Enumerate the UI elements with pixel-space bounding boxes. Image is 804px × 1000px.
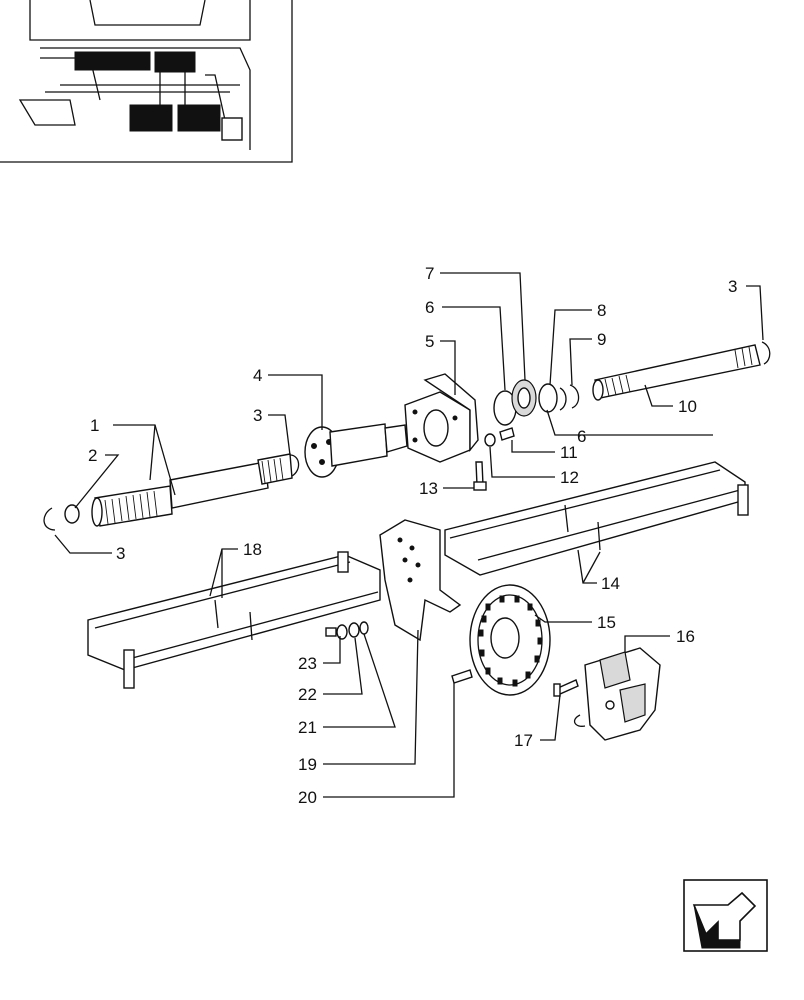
brake-disc xyxy=(469,584,551,696)
callout-15: 15 xyxy=(597,613,616,632)
callout-9: 9 xyxy=(597,330,606,349)
left-axle-shaft xyxy=(43,453,300,531)
callout-5: 5 xyxy=(425,332,434,351)
flange-shaft xyxy=(304,423,408,478)
callout-6-bottom: 6 xyxy=(577,427,586,446)
callout-3-left: 3 xyxy=(116,544,125,563)
callout-20: 20 xyxy=(298,788,317,807)
leader-lines xyxy=(54,272,764,798)
brake-housing xyxy=(404,373,479,463)
guard-right xyxy=(444,461,749,576)
brake-caliper xyxy=(573,647,661,741)
fastener-17 xyxy=(553,679,579,697)
callout-1: 1 xyxy=(90,416,99,435)
callout-10: 10 xyxy=(678,397,697,416)
bracket-plate xyxy=(379,519,462,642)
callout-3-center: 3 xyxy=(253,406,262,425)
callout-4: 4 xyxy=(253,366,262,385)
location-inset xyxy=(0,0,293,163)
right-axle-shaft xyxy=(592,341,771,401)
bearing-seal-set xyxy=(484,379,580,447)
callout-11: 11 xyxy=(560,443,578,462)
callout-17: 17 xyxy=(514,731,533,750)
guard-left xyxy=(87,551,381,689)
callout-13: 13 xyxy=(419,479,438,498)
callout-14: 14 xyxy=(601,574,620,593)
callout-3-right: 3 xyxy=(728,277,737,296)
callout-numbers: 1 2 3 3 3 4 5 6 6 7 8 9 10 11 12 13 14 1… xyxy=(88,264,737,807)
callout-6-top: 6 xyxy=(425,298,434,317)
callout-22: 22 xyxy=(298,685,317,704)
bolt-13 xyxy=(473,461,487,491)
callout-19: 19 xyxy=(298,755,317,774)
callout-16: 16 xyxy=(676,627,695,646)
callout-8: 8 xyxy=(597,301,606,320)
previous-page-arrow-icon[interactable] xyxy=(683,879,768,952)
callout-2: 2 xyxy=(88,446,97,465)
callout-21: 21 xyxy=(298,718,317,737)
callout-18: 18 xyxy=(243,540,262,559)
fastener-20 xyxy=(451,669,473,684)
callout-12: 12 xyxy=(560,468,579,487)
callout-7: 7 xyxy=(425,264,434,283)
washers-21-22-23 xyxy=(325,621,369,640)
callout-23: 23 xyxy=(298,654,317,673)
